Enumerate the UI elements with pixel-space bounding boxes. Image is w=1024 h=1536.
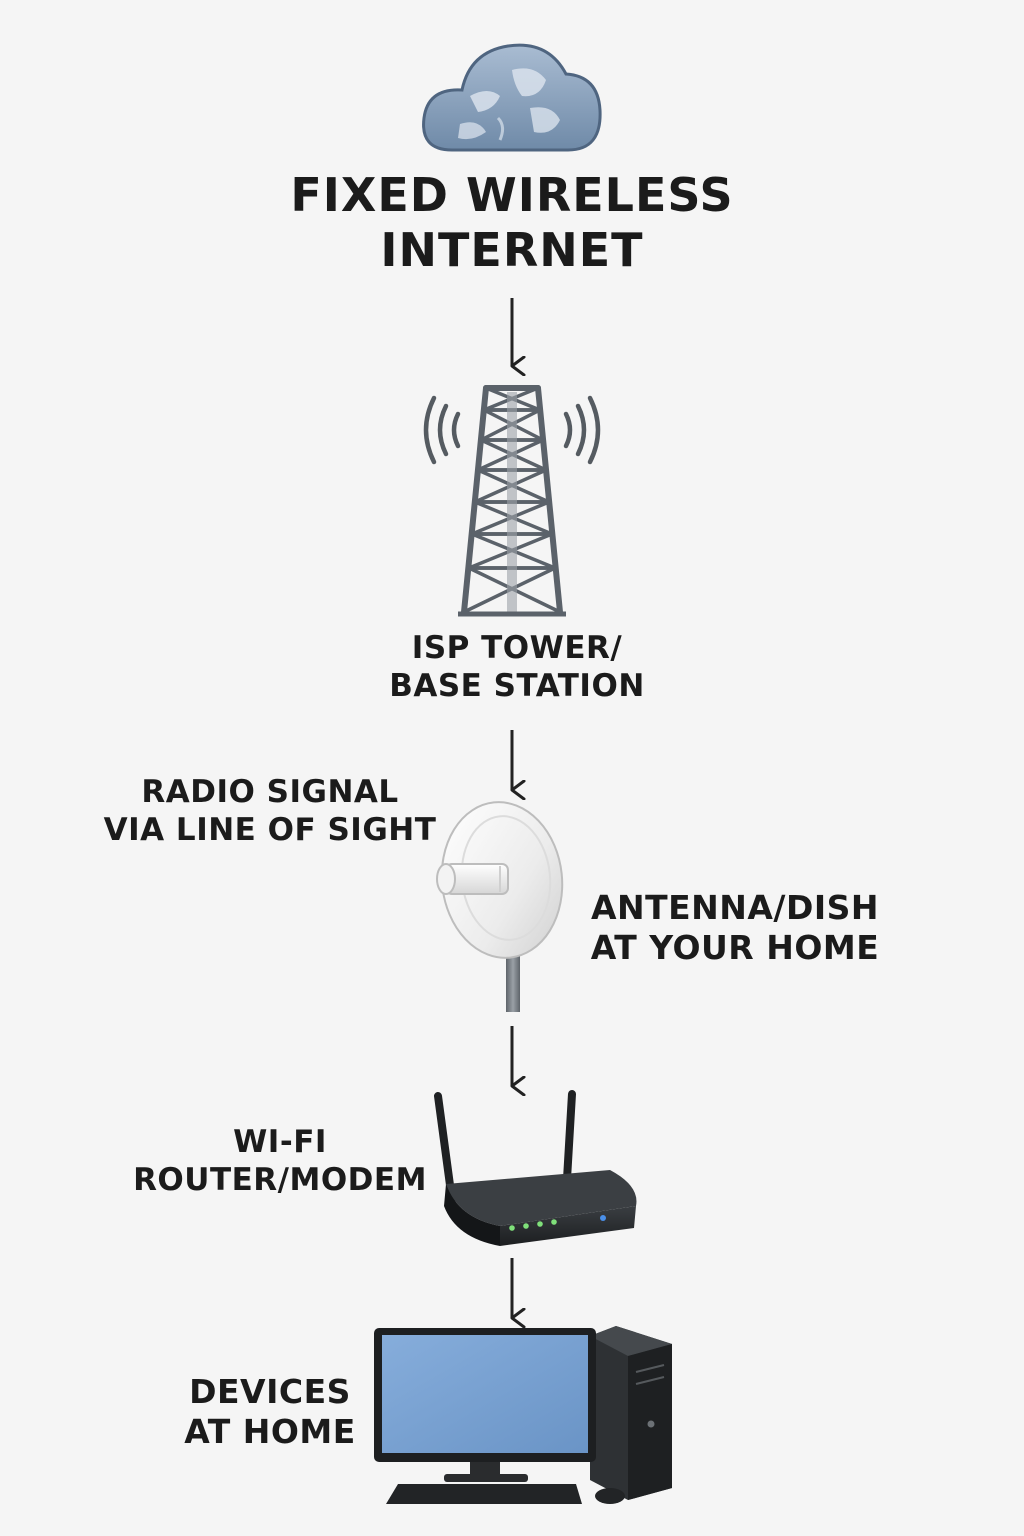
router-label-line-1: WI-FI: [233, 1124, 327, 1160]
devices-label-line-2: AT HOME: [184, 1412, 356, 1452]
desktop-computer-icon: [374, 1326, 672, 1504]
tower-label-line-1: ISP TOWER/: [411, 630, 623, 666]
tower-label-line-2: BASE STATION: [389, 667, 645, 704]
keyboard: [386, 1484, 582, 1504]
pc-tower: [590, 1326, 672, 1500]
signal-label-line-1: RADIO SIGNAL: [141, 774, 399, 810]
signal-waves-icon: [423, 395, 601, 465]
title-line-1: FIXED WIRELESS: [290, 168, 734, 222]
dish-label-line-2: AT YOUR HOME: [590, 928, 880, 968]
mouse: [595, 1488, 625, 1504]
cell-tower-icon: [458, 385, 566, 617]
devices-label-line-1: DEVICES: [189, 1372, 351, 1411]
devices-label: DEVICES AT HOME: [150, 1372, 390, 1453]
signal-label-line-2: VIA LINE OF SIGHT: [103, 811, 437, 848]
router-label-line-2: ROUTER/MODEM: [133, 1161, 427, 1198]
monitor: [374, 1328, 596, 1482]
wifi-router-icon: [434, 1090, 637, 1246]
signal-label: RADIO SIGNAL VIA LINE OF SIGHT: [80, 774, 460, 850]
dish-label-line-1: ANTENNA/DISH: [590, 888, 880, 927]
satellite-dish-icon: [436, 801, 564, 1012]
router-label: WI-FI ROUTER/MODEM: [120, 1124, 440, 1200]
cloud-globe-icon: [422, 43, 602, 152]
diagram-title: FIXED WIRELESS INTERNET: [212, 168, 812, 278]
dish-label: ANTENNA/DISH AT YOUR HOME: [560, 888, 910, 969]
title-line-2: INTERNET: [380, 223, 644, 278]
tower-label: ISP TOWER/ BASE STATION: [312, 630, 722, 706]
